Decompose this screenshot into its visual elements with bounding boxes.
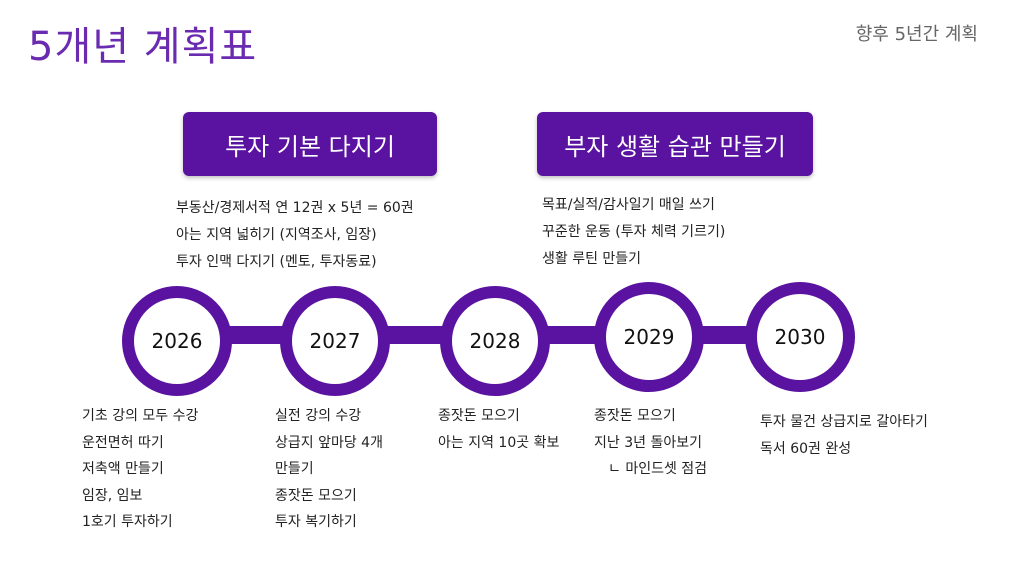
list-item: 부동산/경제서적 연 12권 x 5년 = 60권	[176, 200, 414, 216]
year-circle-2027: 2027	[280, 286, 390, 396]
page-title: 5개년 계획표	[28, 24, 258, 70]
list-item: 투자 물건 상급지로 갈아타기	[760, 414, 928, 430]
list-item: 저축액 만들기	[82, 461, 164, 477]
list-item: 임장, 임보	[82, 487, 143, 504]
year-label: 2028	[469, 329, 521, 353]
list-item: ㄴ 마인드셋 점검	[608, 461, 708, 477]
list-item: 종잣돈 모으기	[438, 408, 520, 424]
year-list-2029: 종잣돈 모으기 지난 3년 돌아보기 ㄴ 마인드셋 점검	[594, 403, 707, 483]
list-item: 아는 지역 넓히기 (지역조사, 임장)	[176, 227, 377, 243]
year-list-2026: 기초 강의 모두 수강 운전면허 따기 저축액 만들기 임장, 임보 1호기 투…	[82, 403, 198, 536]
year-circle-2028: 2028	[440, 286, 550, 396]
year-list-2030: 투자 물건 상급지로 갈아타기 독서 60권 완성	[760, 409, 928, 462]
phase-box-investment-basics: 투자 기본 다지기	[183, 112, 437, 176]
year-list-2027: 실전 강의 수강 상급지 앞마당 4개 만들기 종잣돈 모으기 투자 복기하기	[275, 403, 383, 536]
list-item: 꾸준한 운동 (투자 체력 기르기)	[542, 224, 726, 240]
phase-list-wealthy-habits: 목표/실적/감사일기 매일 쓰기 꾸준한 운동 (투자 체력 기르기) 생활 루…	[542, 192, 725, 273]
year-circle-2030: 2030	[745, 282, 855, 392]
page-subtitle: 향후 5년간 계획	[855, 24, 978, 45]
list-item: 독서 60권 완성	[760, 440, 852, 457]
phase-list-investment-basics: 부동산/경제서적 연 12권 x 5년 = 60권 아는 지역 넓히기 (지역조…	[176, 195, 414, 276]
year-label: 2026	[151, 329, 203, 353]
year-label: 2030	[774, 325, 826, 349]
list-item: 만들기	[275, 461, 314, 477]
list-item: 운전면허 따기	[82, 434, 164, 451]
list-item: 투자 복기하기	[275, 514, 357, 530]
list-item: 종잣돈 모으기	[275, 487, 357, 504]
list-item: 생활 루틴 만들기	[542, 251, 642, 267]
list-item: 1호기 투자하기	[82, 514, 173, 530]
year-circle-2029: 2029	[594, 282, 704, 392]
list-item: 실전 강의 수강	[275, 408, 362, 424]
phase-box-wealthy-habits: 부자 생활 습관 만들기	[537, 112, 813, 176]
year-list-2028: 종잣돈 모으기 아는 지역 10곳 확보	[438, 403, 559, 456]
list-item: 목표/실적/감사일기 매일 쓰기	[542, 197, 715, 213]
list-item: 투자 인맥 다지기 (멘토, 투자동료)	[176, 254, 377, 270]
list-item: 아는 지역 10곳 확보	[438, 434, 560, 451]
list-item: 기초 강의 모두 수강	[82, 408, 199, 424]
list-item: 상급지 앞마당 4개	[275, 434, 383, 451]
list-item: 종잣돈 모으기	[594, 408, 676, 424]
year-label: 2029	[623, 325, 675, 349]
year-label: 2027	[309, 329, 361, 353]
year-circle-2026: 2026	[122, 286, 232, 396]
list-item: 지난 3년 돌아보기	[594, 434, 702, 451]
